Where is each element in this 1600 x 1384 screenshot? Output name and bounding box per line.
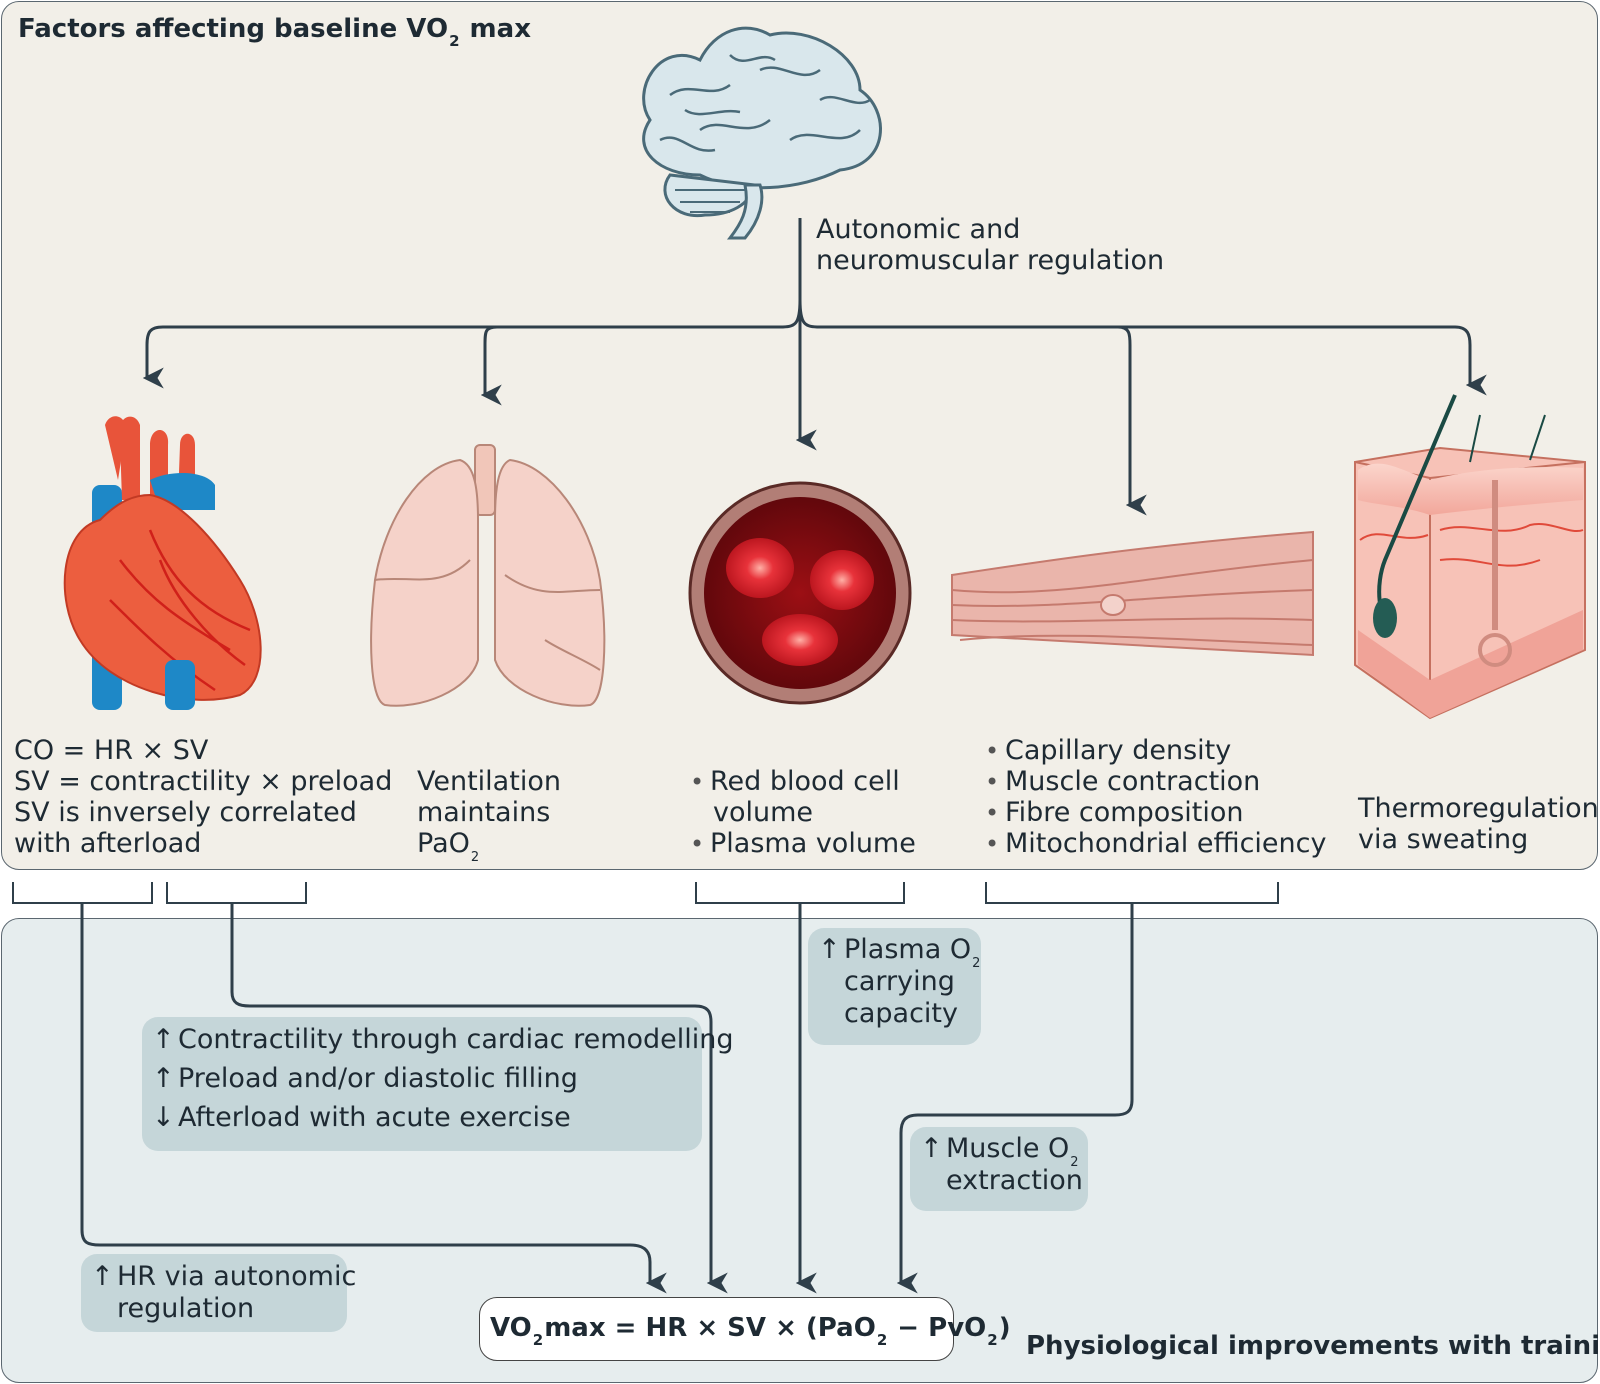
plasma-improvement-box: ↑Plasma O2 carrying capacity: [808, 928, 981, 1045]
lungs-icon: [370, 444, 606, 707]
training-connectors: [80, 903, 1134, 1294]
training-panel-label: Physiological improvements with training: [1026, 1331, 1600, 1361]
brain-icon: [642, 26, 882, 240]
heart-icon: [63, 416, 262, 710]
hr-improvement-box: ↑HR via autonomic regulation: [81, 1254, 356, 1332]
vo2max-formula-box: VO2max = HR × SV × (PaO2 − PvO2): [479, 1297, 1011, 1361]
blood-vessel-icon: [688, 481, 912, 705]
skin-section-icon: [1354, 394, 1586, 720]
muscle-extraction-box: ↑Muscle O2 extraction: [910, 1127, 1088, 1211]
brackets: [12, 882, 1279, 904]
cardiac-improvements-box: ↑Contractility through cardiac remodelli…: [142, 1017, 734, 1151]
vo2max-formula: VO2max = HR × SV × (PaO2 − PvO2): [490, 1313, 1011, 1349]
panel-title: Factors affecting baseline VO2 max: [18, 14, 531, 50]
regulation-connectors: [142, 218, 1487, 516]
muscle-fibre-icon: [951, 530, 1314, 657]
